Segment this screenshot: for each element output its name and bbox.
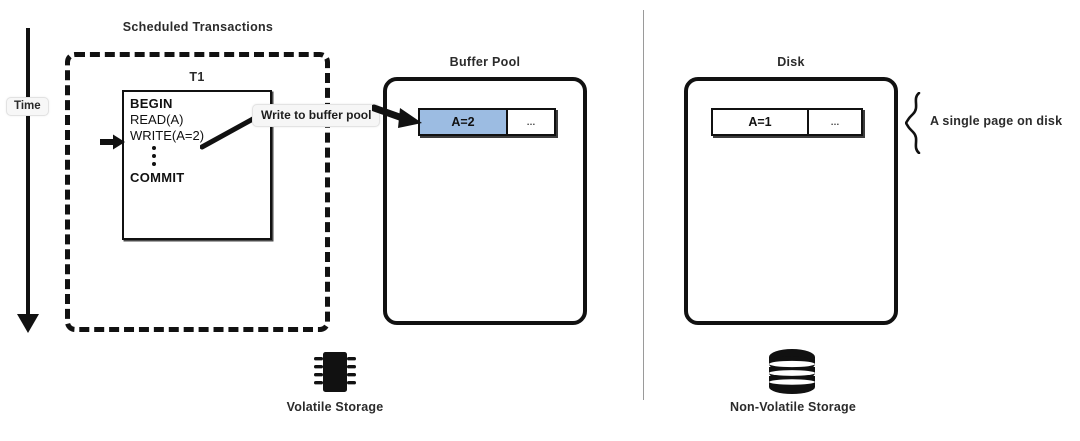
callout-arrow-icon	[372, 104, 422, 128]
transaction-t1-operations: BEGIN READ(A) WRITE(A=2) COMMIT	[130, 96, 270, 186]
time-axis-arrowhead-icon	[17, 314, 39, 333]
scheduled-transactions-title: Scheduled Transactions	[122, 20, 274, 34]
disk-page: A=1 …	[711, 108, 863, 136]
operation-begin: BEGIN	[130, 96, 173, 111]
transaction-t1-box	[122, 90, 272, 240]
disk-page-annotation: A single page on disk	[930, 114, 1063, 128]
scheduled-transactions-boundary	[65, 52, 330, 332]
current-step-arrow-icon	[100, 134, 125, 150]
operation-write: WRITE(A=2)	[130, 128, 205, 143]
buffer-pool-cell-value: A=2	[420, 110, 506, 134]
volatile-nonvolatile-divider	[643, 10, 644, 400]
time-axis-label: Time	[6, 97, 49, 116]
transaction-t1-title: T1	[189, 70, 205, 84]
curly-brace-icon	[905, 92, 921, 154]
disk-title: Disk	[777, 55, 805, 69]
operation-commit: COMMIT	[130, 170, 185, 185]
database-cylinder-icon	[769, 349, 815, 394]
memory-chip-icon	[314, 352, 356, 392]
buffer-pool-cell-overflow: …	[506, 110, 554, 134]
operation-read: READ(A)	[130, 112, 184, 127]
time-axis-line	[26, 28, 30, 321]
buffer-pool-title: Buffer Pool	[449, 55, 521, 69]
callout-write-to-buffer-pool: Write to buffer pool	[252, 104, 381, 127]
vertical-ellipsis-icon	[152, 146, 270, 166]
disk-cell-value: A=1	[748, 115, 772, 129]
buffer-pool-page: A=2 …	[418, 108, 556, 136]
disk-cell-overflow: …	[807, 110, 861, 134]
nonvolatile-storage-caption: Non-Volatile Storage	[729, 400, 856, 414]
volatile-storage-caption: Volatile Storage	[286, 400, 384, 414]
